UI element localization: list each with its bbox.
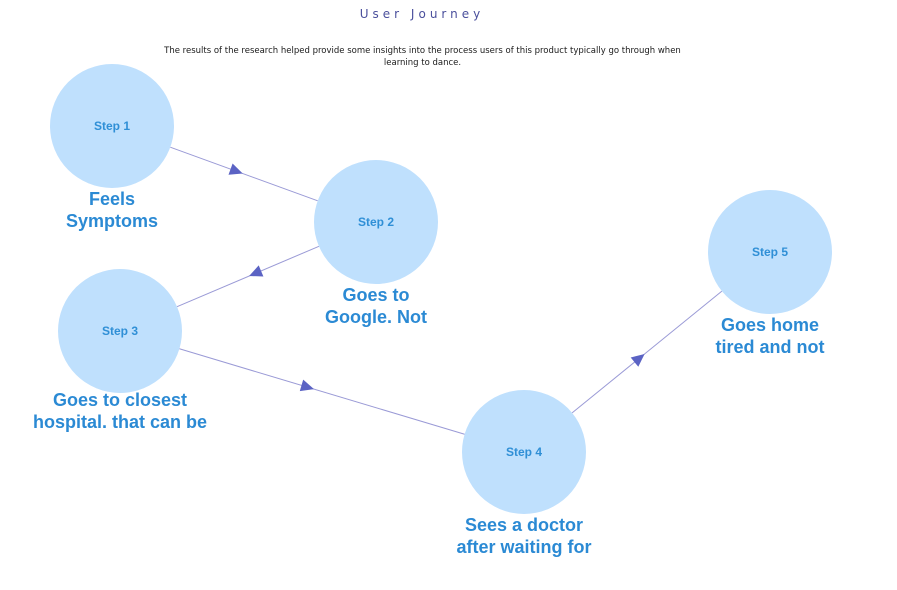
connector-step-2-to-step-3 <box>176 245 320 308</box>
caption-line: Sees a doctor <box>464 515 584 535</box>
caption-line: Symptoms <box>65 211 159 231</box>
caption-line: hospital. that can be <box>32 412 208 432</box>
connector-step-3-to-step-4 <box>179 348 465 435</box>
node-label: Step 5 <box>752 245 788 259</box>
caption-line: Goes to closest <box>52 390 188 410</box>
arrowhead-icon <box>228 163 243 175</box>
connectors <box>170 146 723 435</box>
caption-line: Google. Not <box>325 307 427 327</box>
node-circle[interactable] <box>462 390 586 514</box>
node-label: Step 3 <box>102 324 138 338</box>
journey-node-step-5[interactable]: Step 5 <box>708 190 832 314</box>
node-circle[interactable] <box>58 269 182 393</box>
node-circle[interactable] <box>314 160 438 284</box>
nodes: Step 1 Step 2 Step 3 Step 4 Step 5 <box>50 64 832 514</box>
connector-step-1-to-step-2 <box>170 146 318 202</box>
node-circle[interactable] <box>708 190 832 314</box>
arrowhead-icon <box>630 354 645 367</box>
caption-line: Feels <box>88 189 136 209</box>
arrowhead-icon <box>299 379 314 392</box>
node-circle[interactable] <box>50 64 174 188</box>
node-label: Step 1 <box>94 119 130 133</box>
page-title: User Journey <box>359 7 485 21</box>
node-label: Step 4 <box>506 445 542 459</box>
page-subtitle: The results of the research helped provi… <box>164 46 681 68</box>
caption-line: Goes home <box>720 315 820 335</box>
node-label: Step 2 <box>358 215 394 229</box>
journey-node-step-4[interactable]: Step 4 <box>462 390 586 514</box>
journey-node-step-2[interactable]: Step 2 <box>314 160 438 284</box>
journey-node-step-1[interactable]: Step 1 <box>50 64 174 188</box>
caption-line: after waiting for <box>456 537 592 557</box>
journey-node-step-3[interactable]: Step 3 <box>58 269 182 393</box>
caption-line: tired and not <box>715 337 825 357</box>
arrowhead-icon <box>249 265 264 277</box>
connector-step-4-to-step-5 <box>571 290 723 414</box>
caption-line: Goes to <box>342 285 410 305</box>
